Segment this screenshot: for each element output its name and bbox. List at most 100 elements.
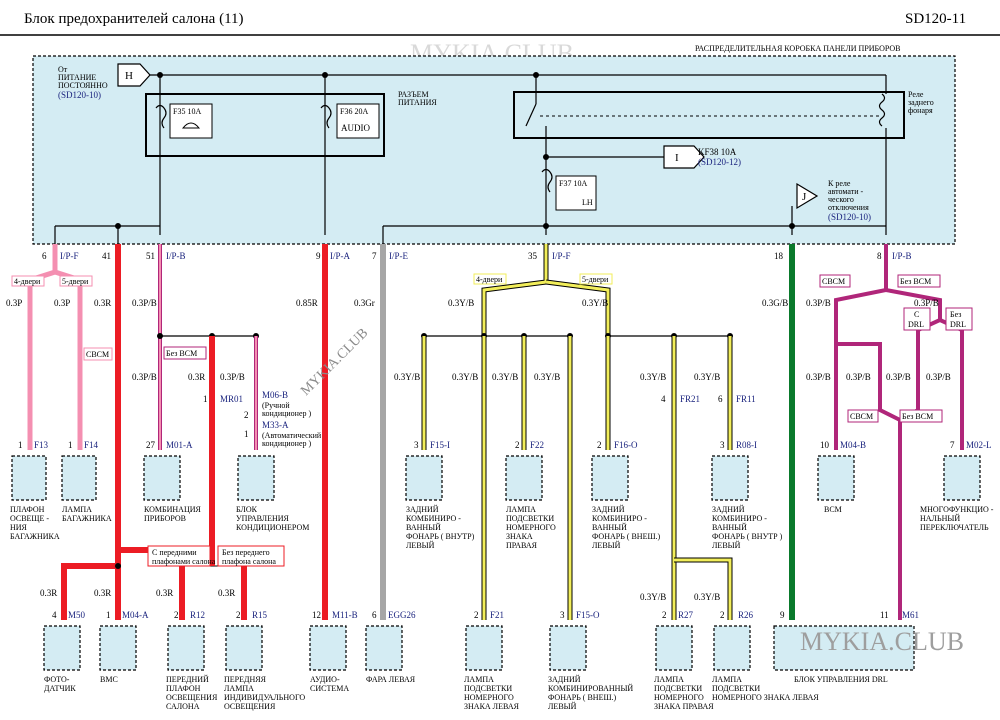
- svg-text:0.3P/B: 0.3P/B: [220, 372, 245, 382]
- svg-text:ЛЕВЫЙ: ЛЕВЫЙ: [712, 541, 741, 550]
- svg-text:M33-A: M33-A: [262, 420, 289, 430]
- svg-text:1: 1: [244, 429, 249, 439]
- svg-text:К реле: К реле: [828, 179, 851, 188]
- wire-pin18: 0.3G/B: [762, 244, 795, 620]
- svg-text:БАГАЖНИКА: БАГАЖНИКА: [62, 514, 112, 523]
- svg-text:0.3G/B: 0.3G/B: [762, 298, 788, 308]
- svg-text:0.3Y/B: 0.3Y/B: [640, 372, 666, 382]
- svg-text:F16-O: F16-O: [614, 440, 638, 450]
- svg-text:R27: R27: [678, 610, 694, 620]
- svg-text:Без переднего: Без переднего: [222, 548, 270, 557]
- svg-text:M06-B: M06-B: [262, 390, 288, 400]
- component-m02l: 7 M02-L МНОГОФУНКЦИО - НАЛЬНЫЙ ПЕРЕКЛЮЧА…: [920, 440, 994, 532]
- svg-text:41: 41: [102, 251, 111, 261]
- svg-text:ОСВЕЩЕ -: ОСВЕЩЕ -: [10, 514, 49, 523]
- svg-text:ЛАМПА: ЛАМПА: [712, 675, 742, 684]
- junction-box: [32, 55, 956, 245]
- svg-text:ВАННЫЙ: ВАННЫЙ: [592, 523, 627, 532]
- svg-text:НОМЕРНОГО ЗНАКА ЛЕВАЯ: НОМЕРНОГО ЗНАКА ЛЕВАЯ: [712, 693, 819, 702]
- component-ac-unit: БЛОК УПРАВЛЕНИЯ КОНДИЦИОНЕРОМ: [236, 455, 309, 532]
- connector-j-icon: [796, 182, 819, 210]
- svg-text:(Автоматический: (Автоматический: [262, 431, 322, 440]
- svg-text:1: 1: [68, 440, 73, 450]
- svg-text:ФОНАРЬ ( ВНУТР ): ФОНАРЬ ( ВНУТР ): [712, 532, 783, 541]
- svg-text:ческого: ческого: [828, 195, 854, 204]
- svg-text:4-двери: 4-двери: [14, 277, 41, 286]
- svg-text:0.3Y/B: 0.3Y/B: [640, 592, 666, 602]
- fuse-f37-icon: [541, 168, 553, 193]
- svg-text:0.3R: 0.3R: [156, 588, 173, 598]
- svg-text:СBCM: СBCM: [86, 350, 109, 359]
- fuse-f36-box: [336, 103, 380, 139]
- svg-text:ИНДИВИДУАЛЬНОГО: ИНДИВИДУАЛЬНОГО: [224, 693, 305, 702]
- svg-text:35: 35: [528, 251, 538, 261]
- svg-text:заднего: заднего: [908, 98, 934, 107]
- svg-text:0.3R: 0.3R: [188, 372, 205, 382]
- svg-text:0.3Y/B: 0.3Y/B: [394, 372, 420, 382]
- fuse-f36-icon: [320, 104, 332, 129]
- svg-text:0.3R: 0.3R: [218, 588, 235, 598]
- svg-text:СBCM: СBCM: [822, 277, 845, 286]
- svg-text:Без BCM: Без BCM: [902, 412, 933, 421]
- svg-text:ЛАМПА: ЛАМПА: [506, 505, 536, 514]
- svg-text:M61: M61: [902, 610, 919, 620]
- svg-text:СBCM: СBCM: [850, 412, 873, 421]
- svg-text:FR11: FR11: [736, 394, 756, 404]
- svg-text:ПЕРЕДНИЙ: ПЕРЕДНИЙ: [166, 675, 209, 684]
- svg-text:I: I: [675, 152, 679, 164]
- svg-text:НИЯ: НИЯ: [10, 523, 28, 532]
- svg-text:ПОДСВЕТКИ: ПОДСВЕТКИ: [506, 514, 554, 523]
- svg-text:НОМЕРНОГО: НОМЕРНОГО: [506, 523, 556, 532]
- svg-text:ЛЕВЫЙ: ЛЕВЫЙ: [548, 702, 577, 711]
- svg-text:ЛАМПА: ЛАМПА: [654, 675, 684, 684]
- svg-text:M01-A: M01-A: [166, 440, 193, 450]
- svg-text:J: J: [802, 191, 807, 203]
- svg-text:3: 3: [560, 610, 565, 620]
- svg-text:ПИТАНИЯ: ПИТАНИЯ: [398, 98, 437, 107]
- svg-text:2: 2: [662, 610, 667, 620]
- svg-text:ЛАМПА: ЛАМПА: [464, 675, 494, 684]
- svg-text:0.3P/B: 0.3P/B: [806, 372, 831, 382]
- svg-text:7: 7: [372, 251, 377, 261]
- page-title: Блок предохранителей салона (11): [24, 11, 244, 27]
- svg-text:ПЛАФОН: ПЛАФОН: [166, 684, 201, 693]
- svg-text:КОМБИНАЦИЯ: КОМБИНАЦИЯ: [144, 505, 202, 514]
- svg-text:7: 7: [950, 440, 955, 450]
- svg-text:I/P-E: I/P-E: [389, 251, 409, 261]
- svg-text:R15: R15: [252, 610, 268, 620]
- svg-text:0.3R: 0.3R: [94, 298, 111, 308]
- svg-text:0.3Gr: 0.3Gr: [354, 298, 375, 308]
- svg-text:0.3Y/B: 0.3Y/B: [492, 372, 518, 382]
- svg-text:F13: F13: [34, 440, 49, 450]
- svg-text:BMC: BMC: [100, 675, 118, 684]
- wire-pin8: СBCM Без BCM С DRL Без DRL СBCM Без BCM …: [806, 244, 973, 620]
- svg-text:ЛЕВЫЙ: ЛЕВЫЙ: [592, 541, 621, 550]
- svg-text:кондиционер ): кондиционер ): [262, 439, 312, 448]
- component-f16o: 2 F16-O ЗАДНИЙ КОМБИНИРО - ВАННЫЙ ФОНАРЬ…: [591, 440, 661, 550]
- inline-connectors: 1 MR01 M06-B (Ручной кондиционер ) 2 M33…: [203, 390, 756, 448]
- relay-coil-icon: [878, 93, 886, 127]
- component-f14: 1 F14 ЛАМПА БАГАЖНИКА: [61, 440, 112, 523]
- component-drl-unit: 9 11 M61 БЛОК УПРАВЛЕНИЯ DRL: [773, 610, 919, 684]
- svg-text:ДАТЧИК: ДАТЧИК: [44, 684, 76, 693]
- svg-text:ЛАМПА: ЛАМПА: [224, 684, 254, 693]
- svg-text:0.3P/B: 0.3P/B: [132, 298, 157, 308]
- svg-text:DRL: DRL: [950, 320, 966, 329]
- svg-text:СИСТЕМА: СИСТЕМА: [310, 684, 349, 693]
- svg-text:6: 6: [42, 251, 47, 261]
- component-r12: 2 R12 ПЕРЕДНИЙ ПЛАФОН ОСВЕЩЕНИЯ САЛОНА: [166, 610, 218, 711]
- component-r26: 2 R26 ЛАМПА ПОДСВЕТКИ НОМЕРНОГО ЗНАКА ЛЕ…: [712, 610, 819, 702]
- component-f22: 2 F22 ЛАМПА ПОДСВЕТКИ НОМЕРНОГО ЗНАКА ПР…: [505, 440, 556, 550]
- svg-text:FR21: FR21: [680, 394, 700, 404]
- svg-text:автомати -: автомати -: [828, 187, 863, 196]
- power-input: От ПИТАНИЕ ПОСТОЯННО (SD120-10) H: [58, 63, 151, 100]
- wire-pin35: 4-двери 5-двери 0.3Y/B 0.3Y/B: [421, 244, 733, 339]
- component-f13: 1 F13 ПЛАФОН ОСВЕЩЕ - НИЯ БАГАЖНИКА: [10, 440, 60, 541]
- svg-text:F22: F22: [530, 440, 544, 450]
- svg-text:С передними: С передними: [152, 548, 197, 557]
- svg-text:0.3P/B: 0.3P/B: [846, 372, 871, 382]
- svg-text:51: 51: [146, 251, 155, 261]
- svg-text:ЗНАКА ЛЕВАЯ: ЗНАКА ЛЕВАЯ: [464, 702, 520, 711]
- svg-text:F15-I: F15-I: [430, 440, 450, 450]
